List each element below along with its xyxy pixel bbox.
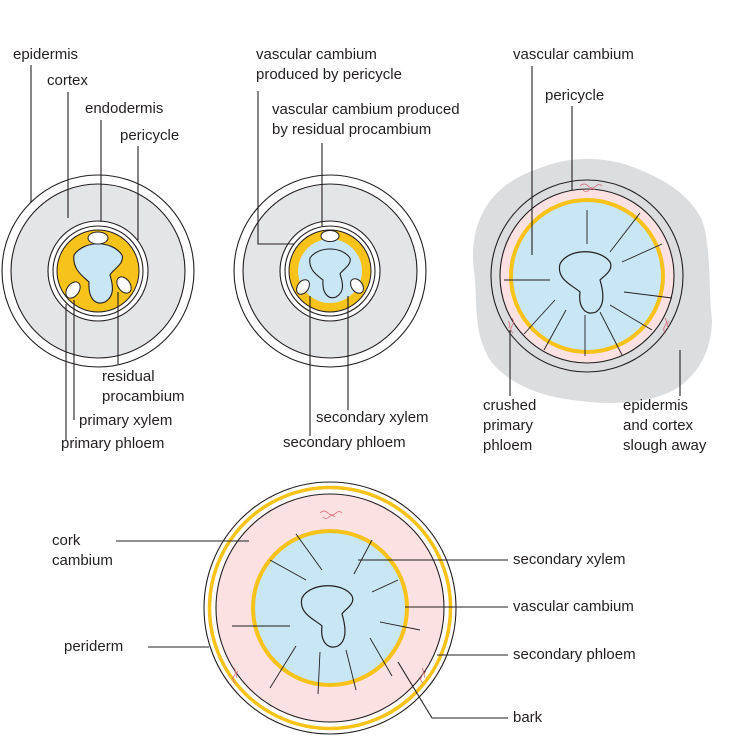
stage3-epidermis-ring <box>490 179 684 373</box>
label-slough-3: slough away <box>623 437 707 454</box>
label-primary-phloem: primary phloem <box>61 435 164 452</box>
stage4-root-cross-section: cork cambium periderm secondary xylem va… <box>52 481 636 735</box>
label-epidermis: epidermis <box>13 46 78 63</box>
label-residual: residual <box>102 368 155 385</box>
label-pericycle: pericycle <box>120 127 179 144</box>
label-slough-1: epidermis <box>623 397 688 414</box>
label-pericycle-s3: pericycle <box>545 87 604 104</box>
stage4-crushed-phloem-marks <box>232 510 427 684</box>
stage3-primary-xylem <box>558 251 612 314</box>
label-vc-pericycle-1: vascular cambium <box>256 46 377 63</box>
stage3-root-cross-section: vascular cambium pericycle crushed prima… <box>473 46 712 454</box>
label-crushed-3: phloem <box>483 437 532 454</box>
label-vc-procambium-1: vascular cambium produced <box>272 101 460 118</box>
label-secondary-phloem-s2: secondary phloem <box>283 434 406 451</box>
label-vc-procambium-2: by residual procambium <box>272 121 431 138</box>
stage2-root-cross-section: vascular cambium produced by pericycle v… <box>233 46 460 451</box>
label-bark: bark <box>513 709 543 726</box>
stage4-primary-xylem <box>300 585 354 648</box>
stage2-primary-xylem <box>309 248 351 299</box>
label-crushed-2: primary <box>483 417 534 434</box>
stage1-primary-phloem-left <box>65 281 81 299</box>
stage1-primary-phloem-right <box>116 276 132 294</box>
stage1-epidermis-ring <box>1 174 195 368</box>
label-vc-pericycle-2: produced by pericycle <box>256 66 402 83</box>
label-slough-2: and cortex <box>623 417 694 434</box>
label-secondary-xylem-s2: secondary xylem <box>316 409 429 426</box>
label-cambium: cambium <box>52 552 113 569</box>
label-secondary-xylem-s4: secondary xylem <box>513 551 626 568</box>
stage3-crushed-phloem-marks <box>507 183 670 334</box>
label-crushed-1: crushed <box>483 397 536 414</box>
label-cortex: cortex <box>47 72 88 89</box>
stage1-root-cross-section: epidermis cortex endodermis pericycle re… <box>1 46 195 452</box>
label-vascular-cambium-s3: vascular cambium <box>513 46 634 63</box>
stage4-periderm <box>207 485 453 731</box>
label-vascular-cambium-s4: vascular cambium <box>513 598 634 615</box>
label-primary-xylem: primary xylem <box>79 412 172 429</box>
label-secondary-phloem-s4: secondary phloem <box>513 646 636 663</box>
label-endodermis: endodermis <box>85 100 163 117</box>
label-periderm: periderm <box>64 638 123 655</box>
label-procambium: procambium <box>102 388 185 405</box>
label-cork: cork <box>52 532 81 549</box>
stage1-primary-xylem <box>73 243 123 304</box>
stage1-primary-phloem-top <box>87 231 109 245</box>
